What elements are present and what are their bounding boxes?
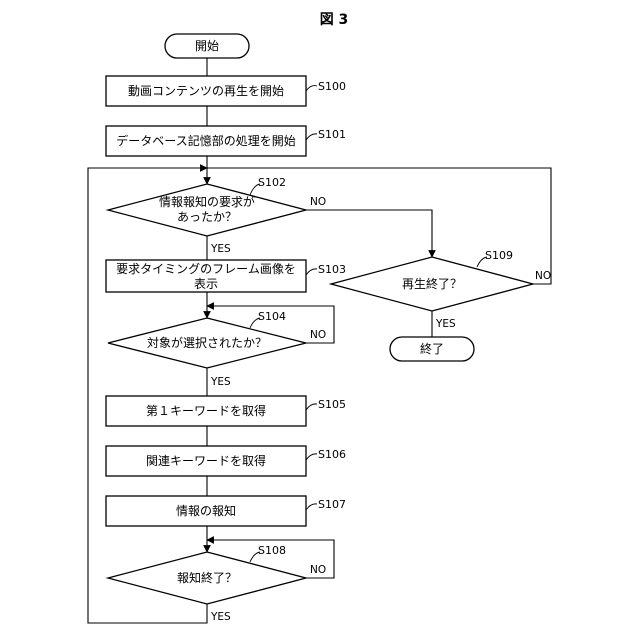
s102-ref: S102: [258, 176, 286, 189]
connector-s102-no: [306, 210, 432, 257]
decision-s104: 対象が選択されたか？ S104: [108, 310, 306, 368]
process-s105: 第１キーワードを取得 S105: [106, 396, 346, 426]
s103-label-line2: 表示: [194, 277, 218, 291]
s104-no-label: NO: [310, 329, 326, 341]
s104-ref: S104: [258, 310, 286, 323]
decision-s102: 情報報知の要求が あったか？ S102: [108, 176, 306, 236]
s106-label: 関連キーワードを取得: [146, 453, 266, 468]
s109-ref: S109: [485, 249, 513, 262]
s104-yes-label: YES: [210, 376, 231, 388]
s102-label-line2: あったか？: [177, 210, 237, 224]
start-label: 開始: [195, 39, 219, 53]
s108-label: 報知終了？: [177, 570, 237, 585]
s106-ref: S106: [318, 448, 346, 461]
s101-ref: S101: [318, 128, 346, 141]
s109-no-label: NO: [535, 270, 551, 282]
s100-label: 動画コンテンツの再生を開始: [128, 84, 284, 98]
process-s101: データベース記憶部の処理を開始 S101: [106, 126, 346, 156]
end-terminal: 終了: [390, 337, 474, 361]
s108-no-label: NO: [310, 564, 326, 576]
s103-ref: S103: [318, 263, 346, 276]
s105-label: 第１キーワードを取得: [146, 403, 266, 418]
process-s100: 動画コンテンツの再生を開始 S100: [106, 76, 346, 106]
s107-label: 情報の報知: [176, 504, 236, 518]
s102-label-line1: 情報報知の要求が: [159, 194, 255, 209]
process-s107: 情報の報知 S107: [106, 496, 346, 526]
process-s106: 関連キーワードを取得 S106: [106, 446, 346, 476]
s107-ref: S107: [318, 498, 346, 511]
s100-ref: S100: [318, 80, 346, 93]
s102-yes-label: YES: [210, 243, 231, 255]
figure-title: 図 3: [320, 12, 349, 28]
decision-s109: 再生終了？ S109: [331, 249, 533, 311]
process-s103: 要求タイミングのフレーム画像を 表示 S103: [106, 260, 346, 292]
s102-no-label: NO: [310, 196, 326, 208]
s108-yes-label: YES: [210, 611, 231, 623]
s101-label: データベース記憶部の処理を開始: [116, 133, 295, 148]
decision-s108: 報知終了？ S108: [108, 544, 306, 604]
start-terminal: 開始: [165, 34, 249, 58]
s103-label-line1: 要求タイミングのフレーム画像を: [116, 262, 296, 276]
s109-yes-label: YES: [435, 318, 456, 330]
s105-ref: S105: [318, 398, 346, 411]
s108-ref: S108: [258, 544, 286, 557]
s104-label: 対象が選択されたか？: [147, 335, 267, 350]
end-label: 終了: [420, 341, 444, 356]
s109-label: 再生終了？: [402, 276, 462, 291]
